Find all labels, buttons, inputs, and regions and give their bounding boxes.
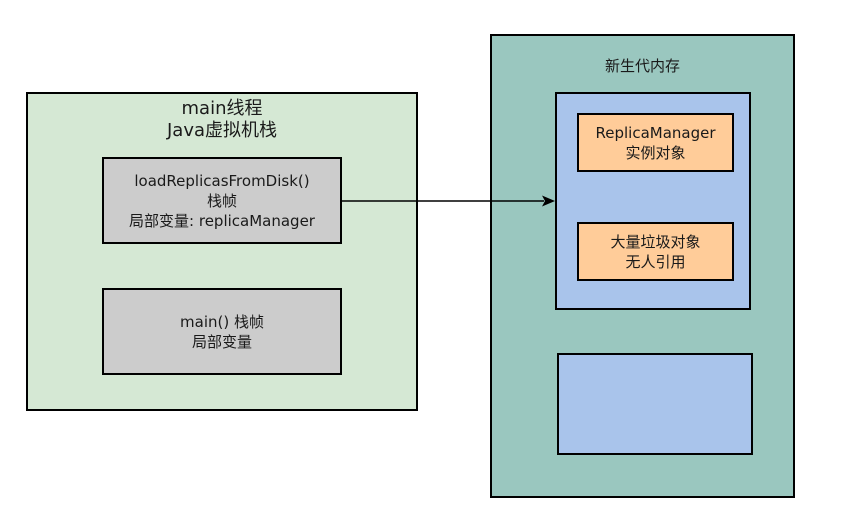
stack-title-thread: main线程 — [181, 98, 263, 119]
stack-title-jvm: Java虚拟机栈 — [166, 120, 278, 141]
object-name: ReplicaManager — [595, 123, 716, 142]
replica-manager-object: ReplicaManager 实例对象 — [577, 113, 734, 172]
object-name: 大量垃圾对象 — [610, 232, 701, 251]
frame-type-label: 栈帧 — [206, 191, 237, 210]
frame-method-name: main() 栈帧 — [180, 312, 264, 331]
stack-title: main线程 Java虚拟机栈 — [26, 98, 418, 142]
young-gen-label: 新生代内存 — [604, 57, 680, 75]
frame-method-name: loadReplicasFromDisk() — [134, 171, 310, 190]
object-desc: 无人引用 — [625, 252, 686, 271]
stack-frame-main: main() 栈帧 局部变量 — [102, 288, 342, 375]
garbage-objects: 大量垃圾对象 无人引用 — [577, 222, 734, 281]
object-desc: 实例对象 — [625, 143, 686, 162]
memory-region-empty — [557, 353, 753, 455]
frame-local-variable: 局部变量: replicaManager — [129, 211, 315, 230]
stack-frame-load-replicas: loadReplicasFromDisk() 栈帧 局部变量: replicaM… — [102, 157, 342, 244]
frame-local-variable: 局部变量 — [191, 332, 252, 351]
